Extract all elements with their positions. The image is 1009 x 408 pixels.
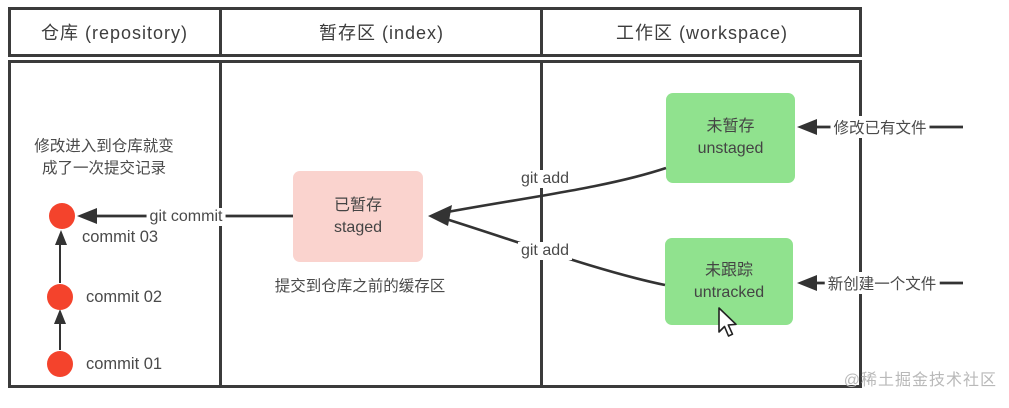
new-file-arrowhead-icon (797, 275, 817, 291)
staged-box-subtitle: staged (333, 218, 383, 236)
commit-01-dot[interactable] (47, 351, 73, 377)
commit-03-dot[interactable] (49, 203, 75, 229)
git-add-arrowhead-icon (428, 205, 452, 226)
unstaged-box-subtitle: unstaged (697, 140, 764, 157)
commit-02-dot[interactable] (47, 284, 73, 310)
commit-01-label: commit 01 (86, 355, 163, 373)
untracked-box-title: 未跟踪 (704, 261, 753, 279)
body-divider-2 (540, 60, 543, 388)
header-divider-1 (219, 7, 222, 57)
header-workspace: 工作区 (workspace) (615, 23, 789, 43)
modify-existing-arrowhead-icon (797, 119, 817, 135)
git-add-lower-label: git add (517, 242, 573, 260)
modify-existing-label: 修改已有文件 (830, 116, 930, 138)
repository-note-line2: 成了一次提交记录 (41, 160, 166, 177)
commit-03-label: commit 03 (82, 228, 159, 246)
mouse-cursor-icon (718, 307, 737, 337)
untracked-box[interactable]: 未跟踪 untracked (665, 238, 793, 325)
watermark: @稀土掘金技术社区 (843, 372, 997, 389)
repository-note-line1: 修改进入到仓库就变 (34, 138, 174, 155)
table-body (8, 60, 862, 388)
staged-box[interactable]: 已暂存 staged (293, 171, 423, 262)
commit-02-label: commit 02 (86, 288, 163, 306)
commit-01-02-arrowhead-icon (54, 309, 66, 324)
header-index: 暂存区 (index) (318, 23, 445, 43)
header-repository: 仓库 (repository) (40, 23, 189, 43)
commit-02-03-arrowhead-icon (55, 230, 67, 245)
repository-note: 修改进入到仓库就变 成了一次提交记录 (14, 136, 194, 180)
git-commit-arrowhead-icon (77, 208, 97, 224)
unstaged-box[interactable]: 未暂存 unstaged (666, 93, 795, 183)
new-file-label: 新创建一个文件 (824, 272, 940, 294)
unstaged-box-title: 未暂存 (706, 118, 755, 135)
index-caption: 提交到仓库之前的缓存区 (274, 278, 446, 295)
git-add-upper-label: git add (517, 170, 573, 188)
table-header-row (8, 7, 862, 57)
header-divider-2 (540, 7, 543, 57)
git-add-upper-curve (441, 166, 667, 215)
staged-box-title: 已暂存 (333, 196, 382, 214)
git-commit-label: git commit (146, 208, 226, 226)
untracked-box-subtitle: untracked (693, 283, 765, 301)
